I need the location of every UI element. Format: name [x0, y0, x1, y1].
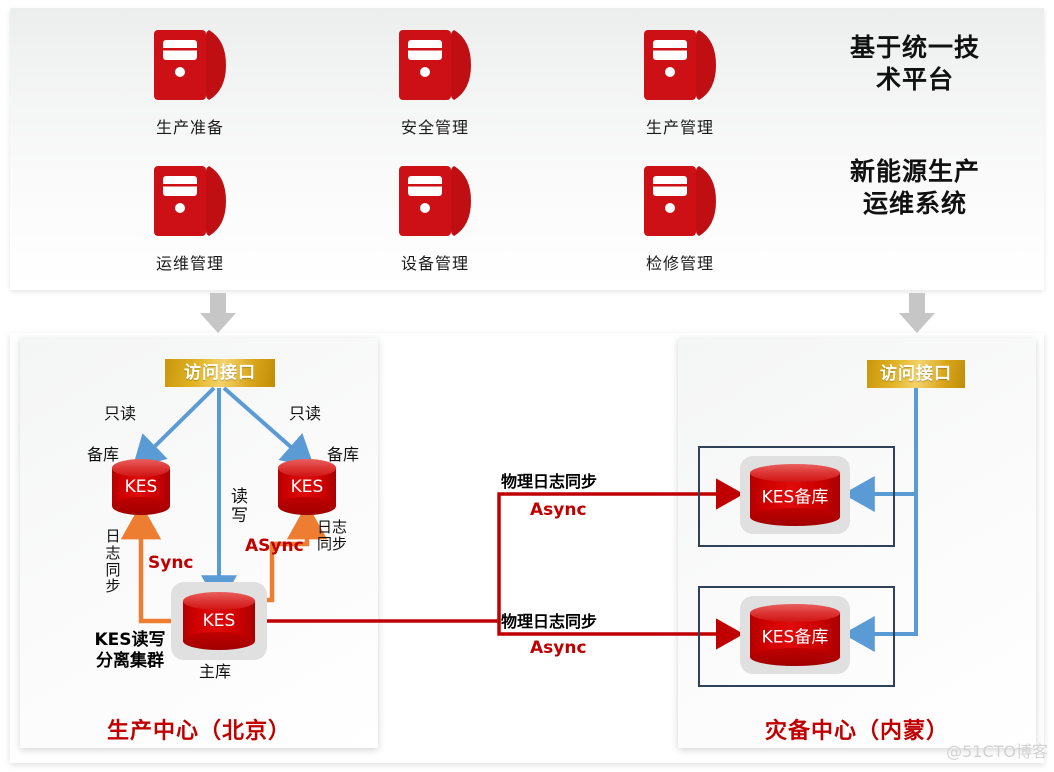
- system-title-line1: 新能源生产: [849, 157, 980, 186]
- app-tile-label: 检修管理: [645, 254, 714, 273]
- dr-link-title-1: 物理日志同步: [501, 612, 598, 631]
- cluster-label: KES读写 分离集群: [70, 630, 190, 673]
- async-label: ASync: [245, 536, 304, 556]
- standby-db-left[interactable]: KES: [112, 459, 170, 515]
- server-icon: [644, 24, 716, 106]
- app-tile-label: 安全管理: [400, 118, 469, 137]
- log-sync-label-left: 日志同步: [105, 527, 121, 596]
- cylinder-bottom: [183, 632, 255, 650]
- main-db-label: KES: [202, 611, 236, 631]
- system-title: 新能源生产 运维系统: [800, 156, 1030, 220]
- main-db-role-label: 主库: [199, 662, 232, 681]
- app-tile-0[interactable]: 生产准备: [115, 24, 265, 138]
- watermark: @51CTO博客: [946, 742, 1048, 761]
- dr-link-title-0: 物理日志同步: [501, 472, 598, 491]
- readonly-label-right: 只读: [289, 404, 322, 423]
- cylinder-top: [183, 592, 255, 610]
- dr-link-mode-1: Async: [530, 638, 587, 658]
- sync-label: Sync: [148, 553, 194, 573]
- standby-db-right-label: KES: [290, 477, 324, 497]
- app-tile-1[interactable]: 安全管理: [360, 24, 510, 138]
- app-tile-label: 生产管理: [645, 118, 714, 137]
- log-sync-label-right: 日志同步: [317, 518, 351, 554]
- server-icon: [644, 160, 716, 242]
- main-db[interactable]: KES: [183, 592, 255, 650]
- app-tile-label: 设备管理: [400, 254, 469, 273]
- standby-label-right: 备库: [327, 445, 360, 464]
- access-interface-button-disaster[interactable]: 访问接口: [867, 360, 965, 388]
- cylinder-bottom: [750, 508, 840, 526]
- cylinder-bottom: [112, 497, 170, 515]
- access-interface-button-production[interactable]: 访问接口: [165, 359, 275, 387]
- cylinder-bottom: [750, 648, 840, 666]
- log-sync-label-right-text: 日志同步: [317, 518, 348, 554]
- cylinder-bottom: [278, 497, 336, 515]
- platform-title: 基于统一技 术平台: [800, 32, 1030, 96]
- app-tile-5[interactable]: 检修管理: [605, 160, 755, 274]
- app-tile-2[interactable]: 生产管理: [605, 24, 755, 138]
- app-tile-3[interactable]: 运维管理: [115, 160, 265, 274]
- platform-title-line2: 术平台: [875, 65, 954, 94]
- app-tile-label: 生产准备: [155, 118, 224, 137]
- dr-db-0[interactable]: KES备库: [750, 464, 840, 526]
- app-tile-4[interactable]: 设备管理: [360, 160, 510, 274]
- cylinder-top: [112, 459, 170, 477]
- dr-node-box-0: [698, 446, 895, 547]
- cylinder-top: [278, 459, 336, 477]
- disaster-recovery-card: [678, 338, 1036, 748]
- dr-db-1[interactable]: KES备库: [750, 604, 840, 666]
- cylinder-top: [750, 604, 840, 622]
- server-icon: [399, 160, 471, 242]
- arrow-down-icon: [196, 293, 240, 335]
- server-icon: [399, 24, 471, 106]
- standby-db-right[interactable]: KES: [278, 459, 336, 515]
- cluster-label-line2: 分离集群: [96, 651, 164, 672]
- dr-link-mode-0: Async: [530, 500, 587, 520]
- app-tile-label: 运维管理: [155, 254, 224, 273]
- dr-db-0-label: KES备库: [761, 487, 829, 508]
- dr-node-box-1: [698, 586, 895, 687]
- production-center-name: 生产中心（北京）: [106, 719, 291, 744]
- disaster-center-name: 灾备中心（内蒙）: [764, 719, 949, 744]
- dr-db-1-label: KES备库: [761, 627, 829, 648]
- platform-title-line1: 基于统一技: [849, 33, 980, 62]
- standby-label-left: 备库: [87, 445, 120, 464]
- system-title-line2: 运维系统: [862, 189, 967, 218]
- unified-platform-panel: 生产准备 安全管理 生产管理: [10, 8, 1044, 290]
- readonly-label-left: 只读: [104, 404, 137, 423]
- standby-db-left-label: KES: [124, 477, 158, 497]
- arrow-down-icon: [895, 293, 939, 335]
- cylinder-top: [750, 464, 840, 482]
- readwrite-label: 读写: [231, 487, 248, 527]
- server-icon: [154, 24, 226, 106]
- server-icon: [154, 160, 226, 242]
- cluster-label-line1: KES读写: [94, 630, 166, 650]
